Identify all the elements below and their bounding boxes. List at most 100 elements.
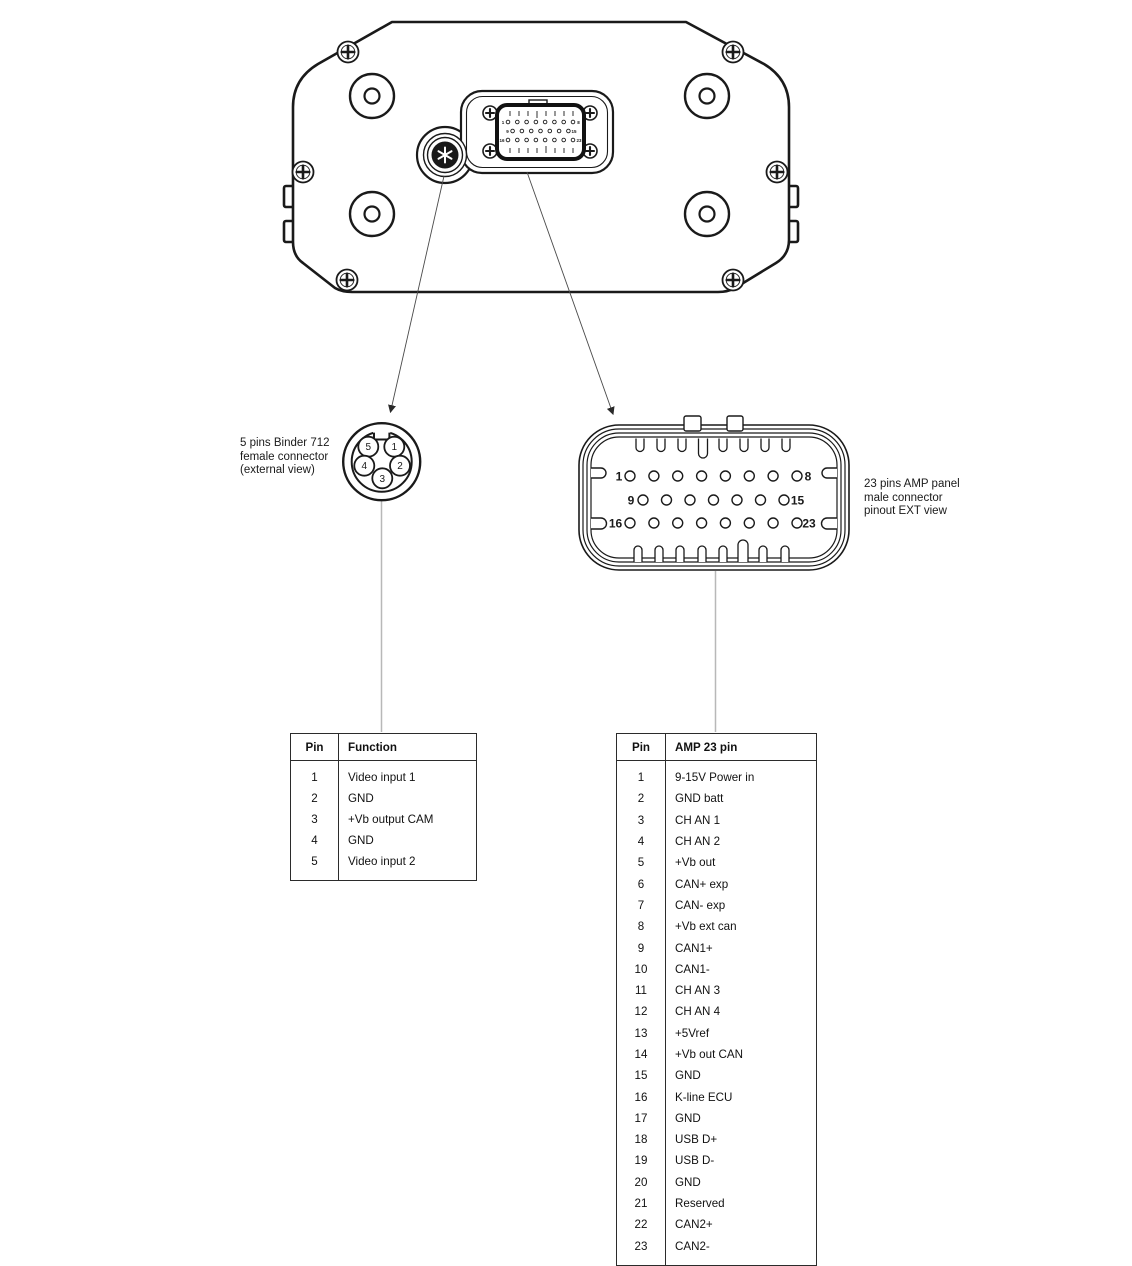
amp-top-slots	[635, 438, 791, 459]
table-row: 14+Vb out CAN	[616, 1043, 817, 1066]
binder-pins	[353, 435, 411, 490]
table-row: 7 CAN- exp	[616, 894, 817, 917]
function-cell: CH AN 1	[675, 813, 721, 827]
pin-cell: 3	[290, 809, 339, 830]
leader-line-binder	[388, 175, 445, 414]
pin-cell: 1	[616, 760, 666, 789]
function-cell: CAN2-	[675, 1239, 710, 1253]
amp-top-tabs	[683, 415, 744, 432]
pin-cell: 22	[616, 1214, 666, 1236]
table-row: 2 GND batt	[616, 788, 817, 810]
pin-cell: 12	[616, 1001, 666, 1023]
svg-text:16: 16	[499, 138, 505, 143]
function-cell: +5Vref	[675, 1026, 710, 1040]
pin-cell: 16	[616, 1086, 666, 1108]
amp-bottom-slots	[633, 539, 790, 562]
svg-text:9: 9	[628, 494, 635, 508]
amp-connector-drawing: 1 8 9 15 16 23	[578, 415, 850, 571]
amp-pin-row-labels: 1 8 9 15 16 23	[609, 470, 816, 531]
keyway-notch	[373, 432, 391, 441]
function-cell: CH AN 4	[675, 1005, 721, 1019]
function-cell: USB D+	[675, 1133, 718, 1147]
function-cell: K-line ECU	[675, 1090, 733, 1104]
svg-text:3: 3	[380, 474, 386, 485]
function-cell: GND	[675, 1175, 701, 1189]
svg-text:8: 8	[577, 120, 580, 125]
table-row: 4 GND	[290, 830, 477, 851]
function-cell: GND	[348, 834, 374, 847]
function-cell: GND	[348, 792, 374, 805]
pin-cell: 2	[616, 788, 666, 810]
function-cell: CAN1+	[675, 941, 713, 955]
svg-text:1: 1	[616, 470, 623, 484]
pin-cell: 20	[616, 1171, 666, 1193]
pin-cell: 17	[616, 1107, 666, 1130]
mini-connector-pin-labels: 1 8 9 15 16 23	[499, 120, 582, 143]
table-row: 16 K-line ECU	[616, 1086, 817, 1108]
svg-text:8: 8	[805, 470, 812, 484]
pin-cell: 5	[616, 852, 666, 874]
table-row: 1 9-15V Power in	[616, 760, 817, 789]
binder-connector-drawing: 5 1 4 2 3	[342, 422, 422, 502]
pin-cell: 8	[616, 916, 666, 938]
function-cell: Reserved	[675, 1197, 725, 1211]
function-cell: GND	[675, 1111, 701, 1125]
amp-shell-outlines	[578, 424, 850, 571]
leader-line-amp	[526, 171, 615, 416]
pin-cell: 6	[616, 873, 666, 895]
function-cell: GND	[675, 1069, 701, 1083]
pin-cell: 9	[616, 937, 666, 959]
function-cell: GND batt	[675, 792, 724, 806]
amp-connector-label: 23 pins AMP panel male connector pinout …	[864, 478, 960, 519]
amp-label-line2: male connector	[864, 491, 943, 504]
pin-cell: 5	[290, 851, 339, 881]
svg-text:23: 23	[802, 517, 816, 531]
amp-pins	[624, 470, 803, 529]
binder-label-line2: female connector	[240, 450, 329, 463]
svg-text:9: 9	[506, 129, 509, 134]
table-row: 5 Video input 2	[290, 851, 477, 881]
table-row: 12 CH AN 4	[616, 1001, 817, 1023]
table-row: 21 Reserved	[616, 1192, 817, 1215]
binder-connector-label: 5 pins Binder 712 female connector (exte…	[240, 437, 330, 478]
function-cell: 9-15V Power in	[675, 771, 755, 785]
function-header: Function	[338, 733, 477, 761]
pin-header: Pin	[290, 733, 339, 761]
pin-cell: 21	[616, 1192, 666, 1215]
amp-label-line1: 23 pins AMP panel	[864, 478, 960, 490]
function-cell: CAN2+	[675, 1218, 713, 1232]
pin-cell: 1	[290, 760, 339, 788]
pin-header: Pin	[616, 733, 666, 761]
pin-cell: 18	[616, 1129, 666, 1151]
pin-cell: 7	[616, 894, 666, 917]
table-row: 18 USB D+	[616, 1129, 817, 1151]
pin-cell: 10	[616, 958, 666, 980]
device-amp-connector: 1 8 9 15 16 23	[495, 99, 586, 161]
svg-text:15: 15	[791, 494, 805, 508]
table-row: 10 CAN1-	[616, 958, 817, 980]
function-cell: CAN- exp	[675, 898, 726, 912]
table-row: 15 GND	[616, 1065, 817, 1087]
function-cell: Video input 2	[348, 855, 416, 868]
function-cell: USB D-	[675, 1154, 715, 1168]
keyway-mask	[373, 428, 391, 437]
svg-text:4: 4	[362, 461, 368, 472]
table-row: 3 CH AN 1	[616, 809, 817, 831]
svg-text:1: 1	[502, 120, 505, 125]
pin-cell: 4	[290, 830, 339, 851]
table-row: 9 CAN1+	[616, 937, 817, 959]
pin-cell: 15	[616, 1065, 666, 1087]
device-rear-view: 1 8 9 15 16 23	[282, 20, 800, 294]
table-row: 20 GND	[616, 1171, 817, 1193]
binder-label-line1: 5 pins Binder 712	[240, 437, 330, 449]
function-cell: CH AN 2	[675, 835, 721, 849]
function-cell: CAN1-	[675, 962, 710, 976]
pin-cell: 3	[616, 809, 666, 831]
